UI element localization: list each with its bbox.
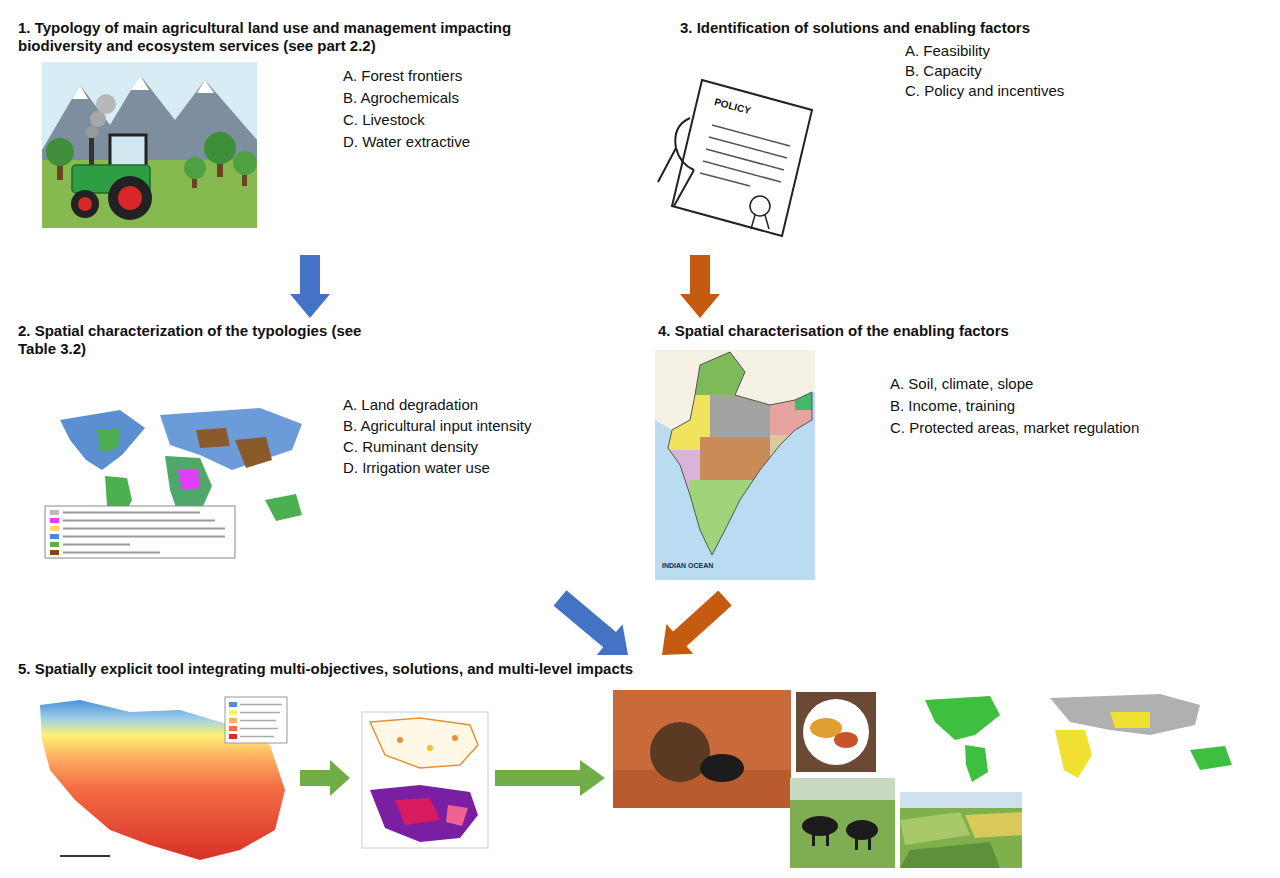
- panel-shape: [11, 656, 1271, 871]
- panel-shape: [11, 16, 589, 254]
- list-item: C. Ruminant density: [343, 436, 558, 457]
- block-arrow: [680, 255, 720, 318]
- policy-document: [658, 68, 830, 250]
- panel-shape: [651, 319, 1271, 597]
- list-item: A. Feasibility: [905, 41, 1235, 61]
- panel-heading: 3. Identification of solutions and enabl…: [680, 19, 1240, 37]
- india-map: [655, 350, 815, 580]
- panel-shape: [11, 319, 589, 597]
- panel-outline: [650, 318, 1272, 598]
- list-item: B. Income, training: [890, 395, 1160, 417]
- threat-map: [30, 690, 292, 865]
- map-label: INDIAN OCEAN: [662, 562, 713, 569]
- panel: 5. Spatially explicit tool integrating m…: [10, 655, 1272, 872]
- list-item: B. Capacity: [905, 61, 1235, 81]
- solution-maps: [362, 712, 488, 848]
- panel: 4. Spatial characterisation of the enabl…: [650, 318, 1272, 598]
- flow-arrow: [495, 760, 605, 796]
- farm-illustration: [42, 62, 257, 228]
- list-item: A. Forest frontiers: [343, 65, 578, 87]
- list-item: A. Land degradation: [343, 394, 558, 415]
- panel-heading: 2. Spatial characterization of the typol…: [18, 322, 398, 358]
- list-item: B. Agrochemicals: [343, 87, 578, 109]
- list-item: B. Agricultural input intensity: [343, 415, 558, 436]
- panel: 1. Typology of main agricultural land us…: [10, 15, 590, 255]
- panel: 3. Identification of solutions and enabl…: [650, 15, 1272, 255]
- list-item: C. Policy and incentives: [905, 81, 1235, 101]
- panel-outline: [10, 318, 590, 598]
- block-arrow: [662, 591, 732, 655]
- world-map: [40, 400, 320, 562]
- panel-heading: 1. Typology of main agricultural land us…: [18, 19, 573, 55]
- list-item: A. Soil, climate, slope: [890, 373, 1160, 395]
- panel-shape: [651, 16, 1271, 254]
- list-item: C. Protected areas, market regulation: [890, 417, 1160, 439]
- flow-arrow: [300, 760, 350, 796]
- list-item: D. Water extractive: [343, 131, 578, 153]
- panel: 2. Spatial characterization of the typol…: [10, 318, 590, 598]
- impact-photos: [613, 690, 1270, 868]
- block-arrow: [554, 590, 628, 655]
- list-item: C. Livestock: [343, 109, 578, 131]
- list-item: D. Irrigation water use: [343, 457, 558, 478]
- block-arrow: [290, 255, 330, 318]
- panel-outline: [10, 655, 1272, 872]
- panel-heading: 4. Spatial characterisation of the enabl…: [658, 322, 1238, 340]
- panel-heading: 5. Spatially explicit tool integrating m…: [18, 660, 1218, 678]
